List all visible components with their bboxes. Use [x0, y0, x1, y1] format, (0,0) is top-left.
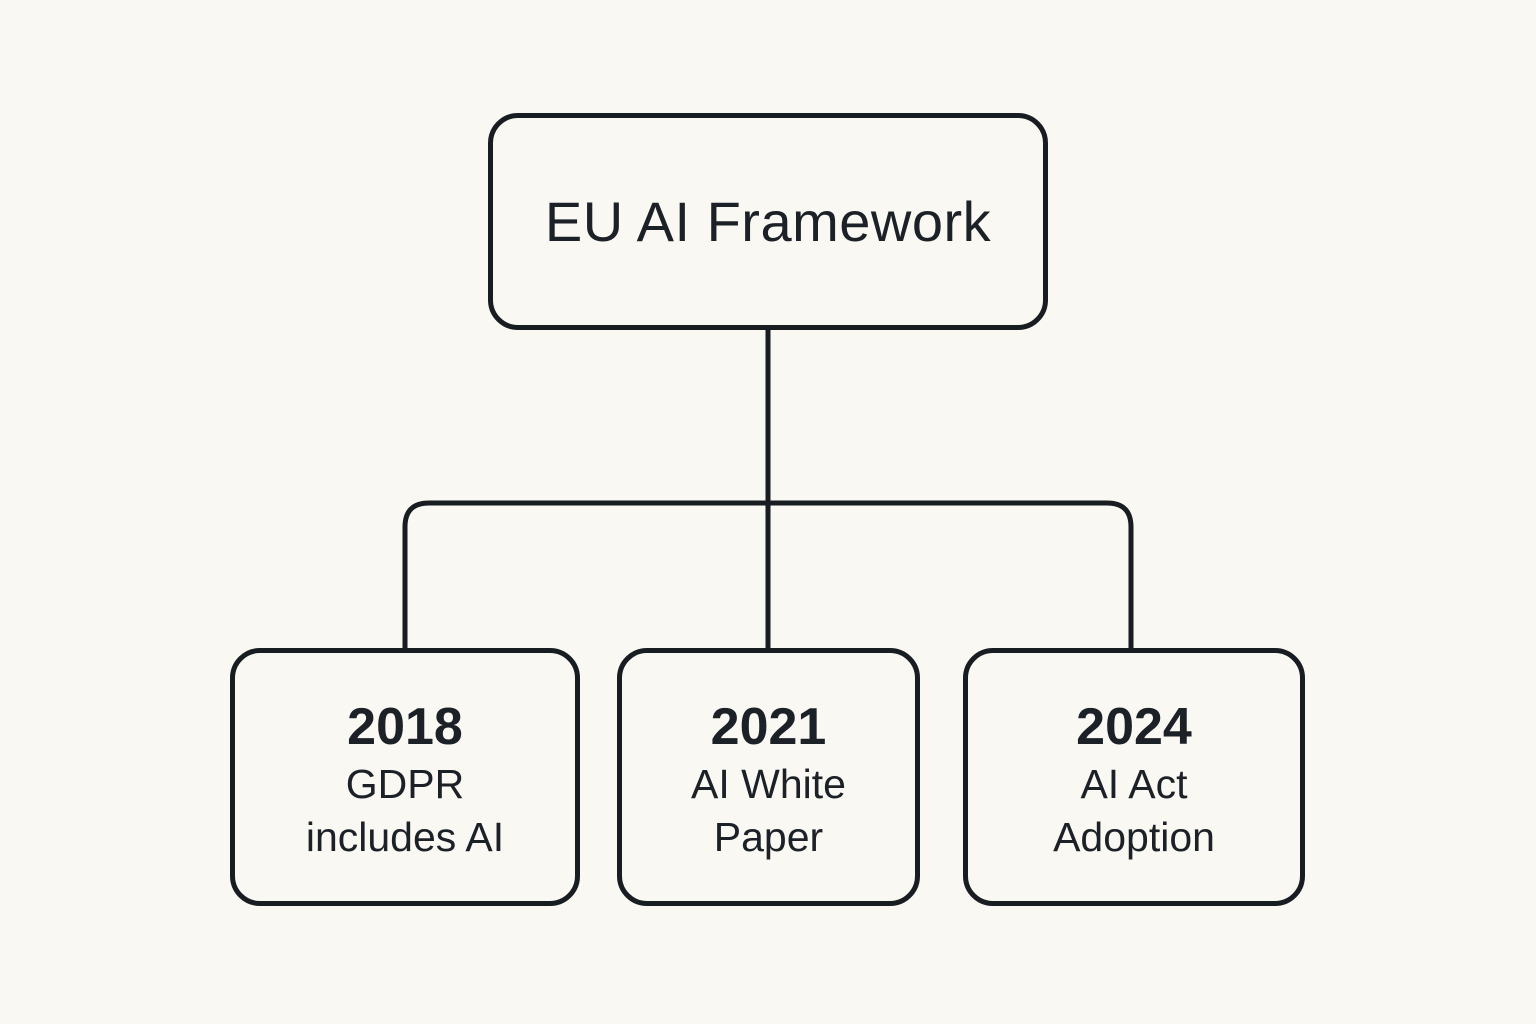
node-desc-line: Adoption	[1053, 813, 1215, 860]
node-2021: 2021 AI White Paper	[617, 648, 920, 906]
node-root: EU AI Framework	[488, 113, 1048, 330]
node-desc-line: AI Act	[1080, 760, 1188, 807]
node-root-label: EU AI Framework	[544, 190, 992, 253]
node-desc-line: Paper	[713, 813, 824, 860]
node-year: 2024	[1076, 697, 1192, 756]
node-2024: 2024 AI Act Adoption	[963, 648, 1305, 906]
node-2018: 2018 GDPR includes AI	[230, 648, 580, 906]
node-desc-line: AI White	[691, 760, 846, 807]
node-year: 2021	[710, 697, 827, 756]
node-year: 2018	[347, 697, 463, 756]
node-desc-line: includes AI	[305, 813, 505, 860]
node-desc-line: GDPR	[345, 760, 465, 807]
connector-branch	[402, 500, 1134, 651]
